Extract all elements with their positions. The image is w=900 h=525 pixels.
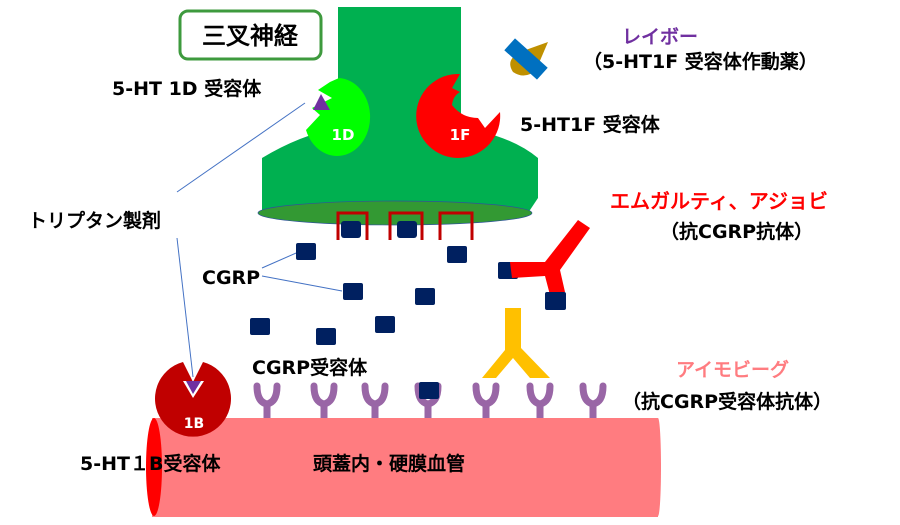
- label-5ht1b: 5-HT１B受容体: [80, 452, 221, 475]
- cgrp-molecule: [415, 288, 435, 305]
- drug-reyvow-name: レイボー: [622, 26, 698, 48]
- cgrp-receptor: [472, 382, 500, 422]
- receptor-1d: 1D: [306, 78, 371, 156]
- blood-vessel: [146, 418, 661, 517]
- vesicle-brackets: [336, 211, 474, 240]
- receptor-1f: 1F: [416, 73, 501, 158]
- cgrp-molecule: [375, 316, 395, 333]
- cgrp-molecule: [397, 221, 417, 238]
- cgrp-molecule: [419, 382, 439, 399]
- title: 三叉神経: [202, 22, 299, 50]
- cgrp-molecule: [250, 318, 270, 335]
- anti-cgrp-antibody: [510, 220, 590, 310]
- cgrp-molecule: [343, 283, 363, 300]
- cgrp-molecule: [316, 328, 336, 345]
- label-triptan: トリプタン製剤: [28, 209, 161, 232]
- drug-emgality-desc: （抗CGRP抗体）: [660, 220, 813, 243]
- connector-lines: [176, 102, 343, 378]
- cgrp-molecule: [447, 246, 467, 263]
- cgrp-molecule: [341, 221, 361, 238]
- drug-aimovig-name: アイモビーグ: [676, 358, 789, 381]
- reyvow-drug-icon: [504, 38, 548, 80]
- cgrp-molecule: [296, 243, 316, 260]
- badge-1d: 1D: [332, 126, 355, 144]
- cgrp-molecules: [250, 221, 518, 345]
- cgrp-receptor: [361, 382, 389, 422]
- triptan-triangle-icon: [186, 381, 201, 394]
- label-5ht1f: 5-HT1F 受容体: [520, 113, 661, 136]
- label-cgrp-receptor: CGRP受容体: [252, 356, 368, 379]
- receptor-1b: 1B: [155, 362, 231, 437]
- anti-cgrp-receptor-antibody: [482, 308, 550, 378]
- cgrp-molecule: [545, 292, 566, 310]
- cgrp-receptor: [253, 382, 281, 422]
- triptan-triangle-icon: [313, 94, 330, 110]
- cgrp-receptors: [253, 382, 607, 422]
- badge-1f: 1F: [450, 126, 471, 144]
- drug-emgality-name: エムガルティ、アジョビ: [610, 189, 828, 213]
- label-vessel: 頭蓋内・硬膜血管: [313, 452, 465, 475]
- badge-1b: 1B: [184, 416, 204, 432]
- label-cgrp: CGRP: [202, 267, 260, 289]
- title-box: 三叉神経: [178, 9, 323, 61]
- drug-reyvow-desc: （5-HT1F 受容体作動薬）: [583, 50, 818, 73]
- cgrp-receptor: [310, 382, 338, 422]
- label-5ht1d: 5-HT 1D 受容体: [112, 77, 262, 100]
- cgrp-receptor: [526, 382, 554, 422]
- drug-aimovig-desc: （抗CGRP受容体抗体）: [622, 390, 832, 413]
- cgrp-receptor: [579, 382, 607, 422]
